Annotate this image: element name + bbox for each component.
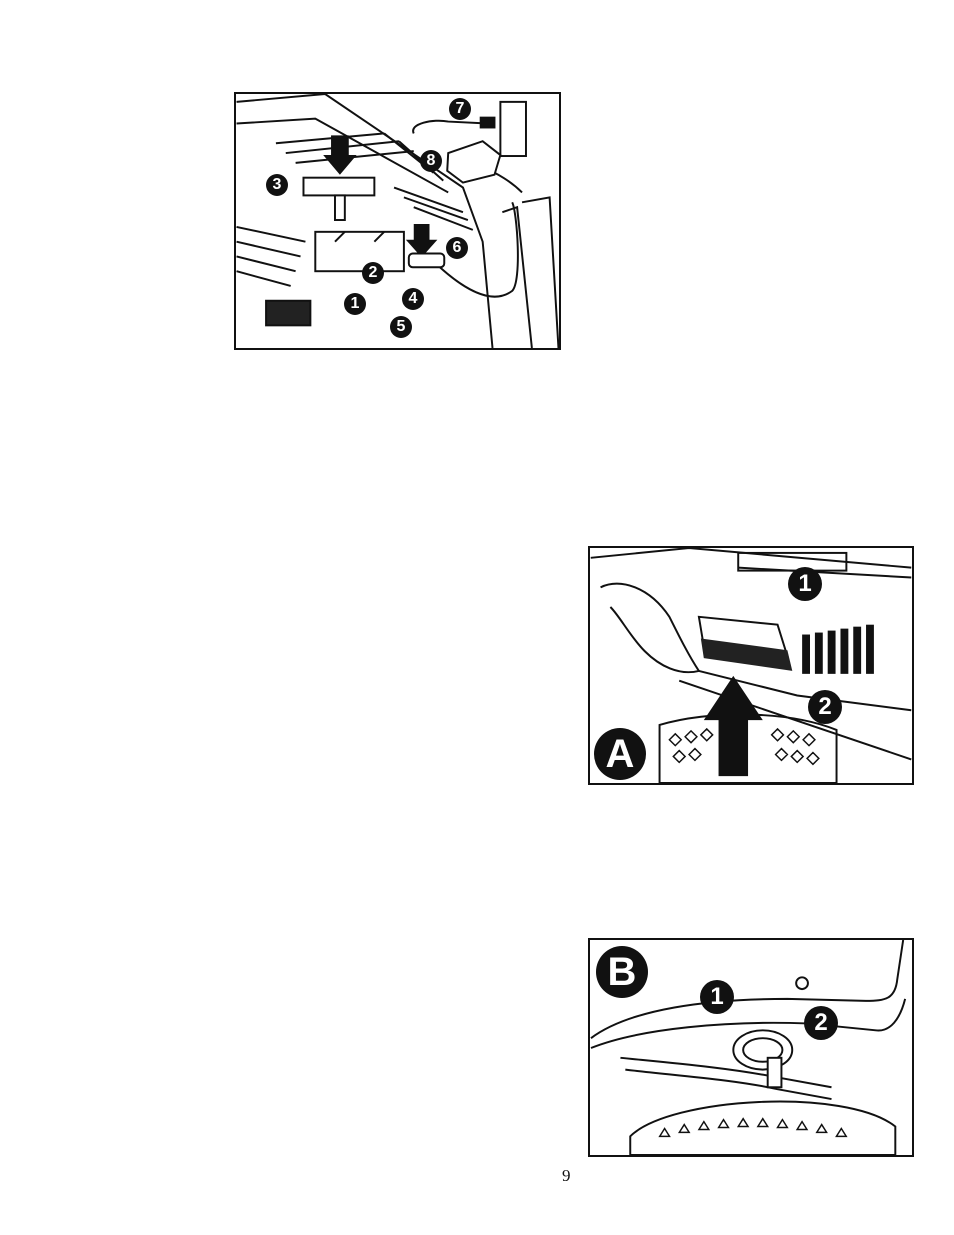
charger-line-drawing — [236, 94, 559, 348]
page-number: 9 — [562, 1166, 571, 1186]
charger-connection-illustration: 7 8 3 6 2 4 1 5 — [234, 92, 561, 350]
callout-5: 5 — [390, 316, 412, 338]
callout-2: 2 — [362, 262, 384, 284]
callout-a-2: 2 — [808, 690, 842, 724]
callout-b-2: 2 — [804, 1006, 838, 1040]
callout-8: 8 — [420, 150, 442, 172]
callout-6: 6 — [446, 237, 468, 259]
callout-a-1: 1 — [788, 567, 822, 601]
callout-3: 3 — [266, 174, 288, 196]
panel-label-a: A — [594, 728, 646, 780]
figure-a-illustration: 1 2 A — [588, 546, 914, 785]
callout-4: 4 — [402, 288, 424, 310]
callout-b-1: 1 — [700, 980, 734, 1014]
callout-1: 1 — [344, 293, 366, 315]
callout-7: 7 — [449, 98, 471, 120]
panel-label-b: B — [596, 946, 648, 998]
figure-b-illustration: B 1 2 — [588, 938, 914, 1157]
